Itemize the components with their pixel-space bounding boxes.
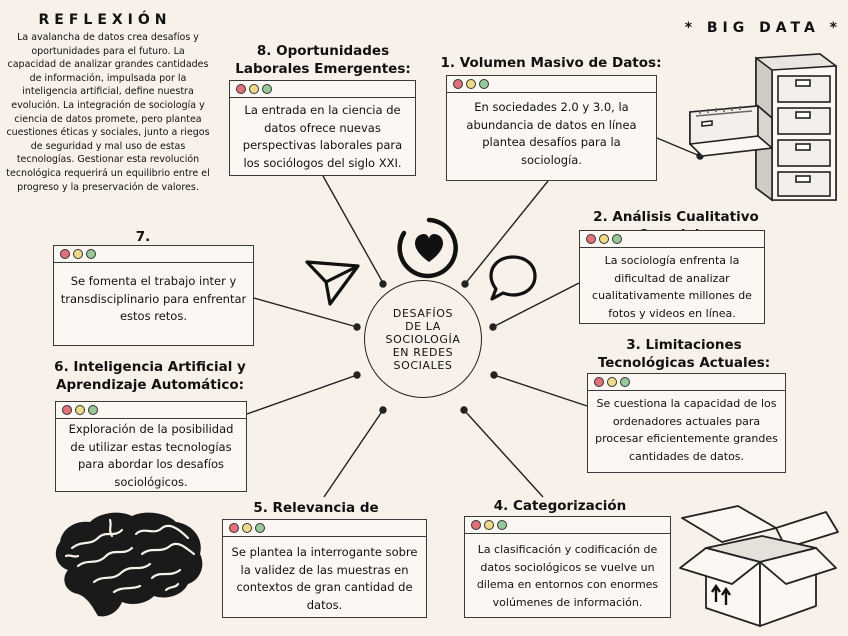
- window-bar: [580, 231, 764, 248]
- window-bar: [56, 402, 246, 419]
- red-dot-icon: [594, 377, 604, 387]
- yellow-dot-icon: [73, 249, 83, 259]
- red-dot-icon: [236, 84, 246, 94]
- card-relevancia: Se plantea la interrogante sobre la vali…: [222, 519, 427, 618]
- yellow-dot-icon: [249, 84, 259, 94]
- green-dot-icon: [86, 249, 96, 259]
- red-dot-icon: [453, 79, 463, 89]
- central-topic: DESAFÍOS DE LA SOCIOLOGÍA EN REDES SOCIA…: [364, 280, 482, 398]
- card-text: Se plantea la interrogante sobre la vali…: [231, 545, 418, 612]
- card-text: Exploración de la posibilidad de utiliza…: [68, 422, 234, 489]
- heading-inteligencia: 6. Inteligencia Artificial y Aprendizaje…: [54, 359, 246, 393]
- green-dot-icon: [88, 405, 98, 415]
- window-bar: [588, 374, 785, 391]
- window-bar: [447, 76, 656, 93]
- green-dot-icon: [620, 377, 630, 387]
- paper-plane-icon: [305, 260, 360, 306]
- big-data-title: * BIG DATA *: [684, 20, 842, 36]
- green-dot-icon: [612, 234, 622, 244]
- heading-volumen: 1. Volumen Masivo de Datos:: [440, 55, 662, 71]
- card-volumen: En sociedades 2.0 y 3.0, la abundancia d…: [446, 75, 657, 181]
- card-oportunidades: La entrada en la ciencia de datos ofrece…: [229, 80, 416, 176]
- green-dot-icon: [255, 523, 265, 533]
- heading-limitaciones: 3. Limitaciones Tecnológicas Actuales:: [597, 337, 771, 371]
- central-topic-line: EN REDES: [392, 345, 454, 359]
- reflection-text: La avalancha de datos crea desafíos y op…: [6, 32, 210, 193]
- central-topic-line: SOCIALES: [393, 358, 453, 372]
- red-dot-icon: [62, 405, 72, 415]
- window-bar: [230, 81, 415, 98]
- card-inteligencia: Exploración de la posibilidad de utiliza…: [55, 401, 247, 492]
- reflection-title: REFLEXIÓN: [38, 12, 172, 28]
- yellow-dot-icon: [484, 520, 494, 530]
- window-bar: [223, 520, 426, 537]
- red-dot-icon: [229, 523, 239, 533]
- card-text: Se fomenta el trabajo inter y transdisci…: [60, 274, 247, 323]
- card-text: La clasificación y codificación de datos…: [476, 543, 659, 609]
- card-interdisciplinariedad: Se fomenta el trabajo inter y transdisci…: [53, 245, 254, 346]
- central-topic-line: DESAFÍOS: [392, 306, 454, 320]
- central-topic-line: DE LA: [405, 319, 441, 333]
- card-analisis: La sociología enfrenta la dificultad de …: [579, 230, 765, 324]
- green-dot-icon: [479, 79, 489, 89]
- green-dot-icon: [262, 84, 272, 94]
- yellow-dot-icon: [75, 405, 85, 415]
- heart-icon: [397, 217, 458, 279]
- central-topic-line: SOCIOLOGÍA: [385, 332, 461, 346]
- card-text: En sociedades 2.0 y 3.0, la abundancia d…: [466, 100, 637, 167]
- yellow-dot-icon: [242, 523, 252, 533]
- file-cabinet-icon: [689, 53, 837, 202]
- card-limitaciones: Se cuestiona la capacidad de los ordenad…: [587, 373, 786, 473]
- yellow-dot-icon: [607, 377, 617, 387]
- card-text: Se cuestiona la capacidad de los ordenad…: [595, 397, 778, 463]
- cardboard-box-icon: [679, 505, 839, 627]
- brain-icon: [55, 512, 203, 617]
- red-dot-icon: [586, 234, 596, 244]
- window-bar: [54, 246, 253, 263]
- card-text: La sociología enfrenta la dificultad de …: [592, 254, 752, 320]
- heading-oportunidades: 8. Oportunidades Laborales Emergentes:: [235, 43, 411, 77]
- green-dot-icon: [497, 520, 507, 530]
- yellow-dot-icon: [599, 234, 609, 244]
- card-categorizacion: La clasificación y codificación de datos…: [464, 516, 671, 618]
- red-dot-icon: [60, 249, 70, 259]
- window-bar: [465, 517, 670, 534]
- red-dot-icon: [471, 520, 481, 530]
- chat-bubble-icon: [489, 255, 537, 301]
- card-text: La entrada en la ciencia de datos ofrece…: [242, 103, 403, 170]
- yellow-dot-icon: [466, 79, 476, 89]
